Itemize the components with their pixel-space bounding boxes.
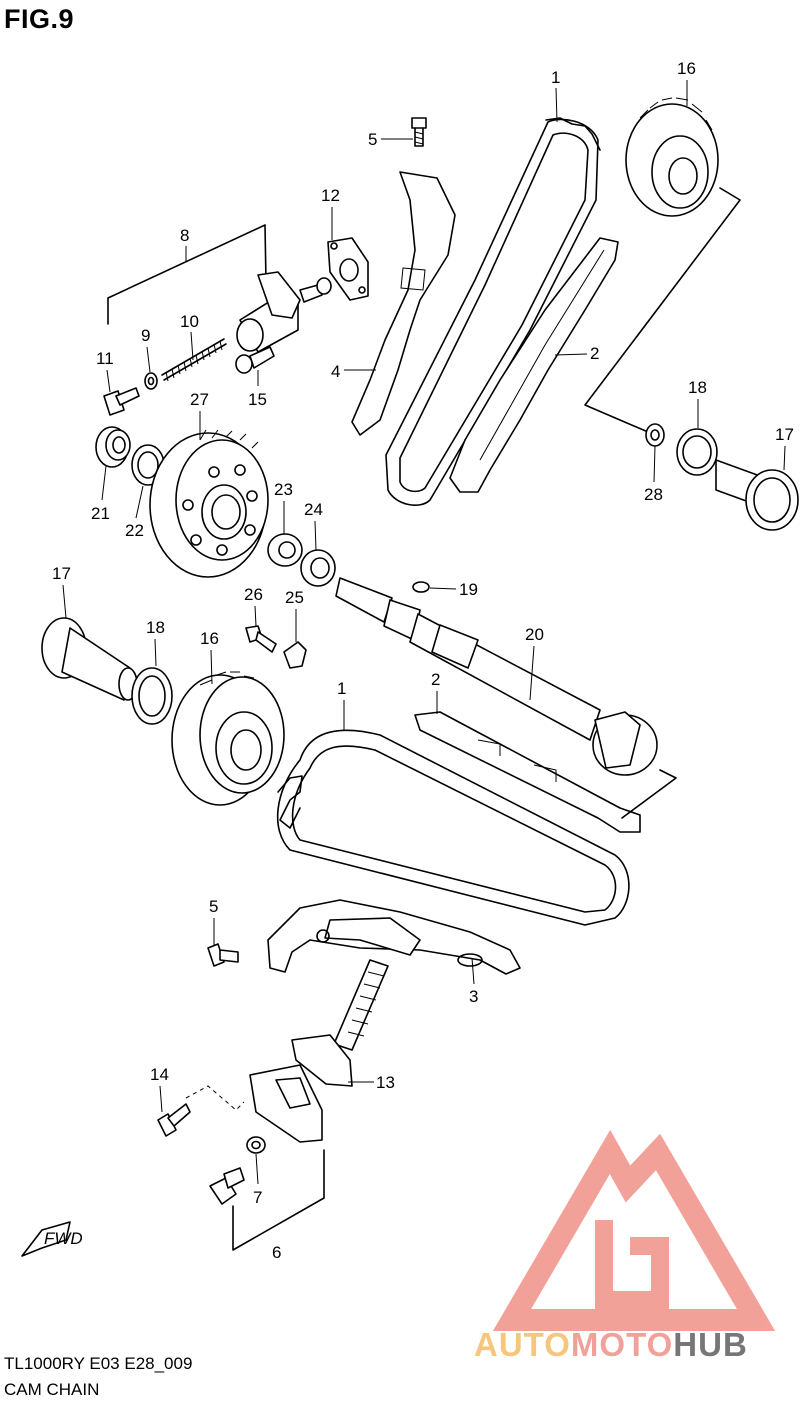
- callout-13: 13: [376, 1073, 395, 1092]
- idle-gear-27: [149, 429, 269, 578]
- callout-17-upper: 17: [775, 425, 794, 444]
- tensioner-8: [236, 271, 332, 353]
- callout-17-lower: 17: [52, 564, 71, 583]
- callout-24: 24: [304, 500, 323, 519]
- callout-7: 7: [253, 1188, 262, 1207]
- bolt-5-lower: [207, 943, 239, 967]
- oil-seal-21: [95, 426, 131, 468]
- gasket-12: [327, 237, 369, 301]
- callout-2-lower: 2: [431, 670, 440, 689]
- camshaft-sprocket-lower: [171, 671, 285, 806]
- bearing-23: [267, 533, 303, 567]
- bearing-24: [300, 549, 336, 587]
- washer-7: [246, 1136, 266, 1154]
- callout-bracket-6: [232, 1149, 325, 1251]
- callout-25: 25: [285, 588, 304, 607]
- camshaft-sprocket-upper: [625, 97, 719, 217]
- callout-22: 22: [125, 521, 144, 540]
- callout-16-upper: 16: [677, 59, 696, 78]
- callout-5-lower: 5: [209, 897, 218, 916]
- callout-11: 11: [96, 349, 114, 368]
- bolt-5-upper: [411, 117, 427, 147]
- shaft-17-lower: [41, 617, 138, 701]
- bolt-15: [235, 346, 275, 374]
- callout-18-upper: 18: [688, 378, 707, 397]
- stopper-25: [283, 641, 307, 669]
- fwd-label: FWD: [44, 1229, 83, 1248]
- chain-tensioner-13: [249, 959, 389, 1143]
- callout-12: 12: [321, 186, 340, 205]
- brand-auto: AUTO: [474, 1326, 571, 1363]
- callout-2-upper: 2: [590, 344, 599, 363]
- callout-bracket-20: [621, 769, 677, 819]
- callout-3: 3: [469, 987, 478, 1006]
- figure-title: FIG.9: [4, 4, 75, 34]
- washer-28: [645, 423, 665, 447]
- bolt-11: [103, 387, 140, 416]
- key-19: [412, 581, 430, 593]
- idle-shaft-20: [335, 577, 658, 776]
- model-code: TL1000RY E03 E28_009: [4, 1354, 193, 1373]
- lower-tensioner-shoe: [267, 899, 521, 975]
- callout-1-lower: 1: [337, 679, 346, 698]
- callout-8: 8: [180, 226, 189, 245]
- callout-4: 4: [331, 362, 340, 381]
- callout-26: 26: [244, 585, 263, 604]
- callout-9: 9: [141, 326, 150, 345]
- lower-chain-guide: [414, 711, 641, 833]
- callout-20: 20: [525, 625, 544, 644]
- callout-10: 10: [180, 312, 199, 331]
- callout-23: 23: [274, 480, 293, 499]
- callout-28: 28: [644, 485, 663, 504]
- lower-cam-chain: [276, 729, 630, 926]
- brand-hub: HUB: [673, 1326, 748, 1363]
- callout-14: 14: [150, 1065, 169, 1084]
- plug-bolt: [209, 1167, 245, 1205]
- spring-10: [161, 338, 227, 382]
- upper-tensioner-shoe: [351, 171, 456, 436]
- callout-21: 21: [91, 504, 110, 523]
- upper-chain-guide: [449, 237, 619, 493]
- callout-bracket-16: [584, 187, 741, 433]
- callout-27: 27: [190, 390, 209, 409]
- callout-15: 15: [248, 390, 267, 409]
- svg-text:AUTOMOTOHUB: AUTOMOTOHUB: [474, 1326, 748, 1363]
- callout-labels: 1 2 3 4 5 5 6 7 8 9 10 11 12 13 14 15 16: [52, 59, 794, 1262]
- bolt-14: [157, 1103, 191, 1137]
- callout-16-lower: 16: [200, 629, 219, 648]
- callout-19: 19: [459, 580, 478, 599]
- callout-5-upper: 5: [368, 130, 377, 149]
- dashed-line-14: [185, 1085, 245, 1111]
- bolt-26: [245, 625, 277, 653]
- callout-6: 6: [272, 1243, 281, 1262]
- shaft-17-upper: [715, 459, 799, 531]
- callout-18-lower: 18: [146, 618, 165, 637]
- washer-9: [144, 372, 158, 390]
- oring-18-lower: [131, 667, 173, 725]
- oring-18-upper: [676, 428, 718, 476]
- automotohub-logo: AUTOMOTOHUB: [474, 1129, 776, 1363]
- callout-1-upper: 1: [551, 68, 560, 87]
- diagram-caption: CAM CHAIN: [4, 1380, 100, 1399]
- fwd-arrow-icon: FWD: [21, 1221, 83, 1257]
- brand-moto: MOTO: [571, 1326, 673, 1363]
